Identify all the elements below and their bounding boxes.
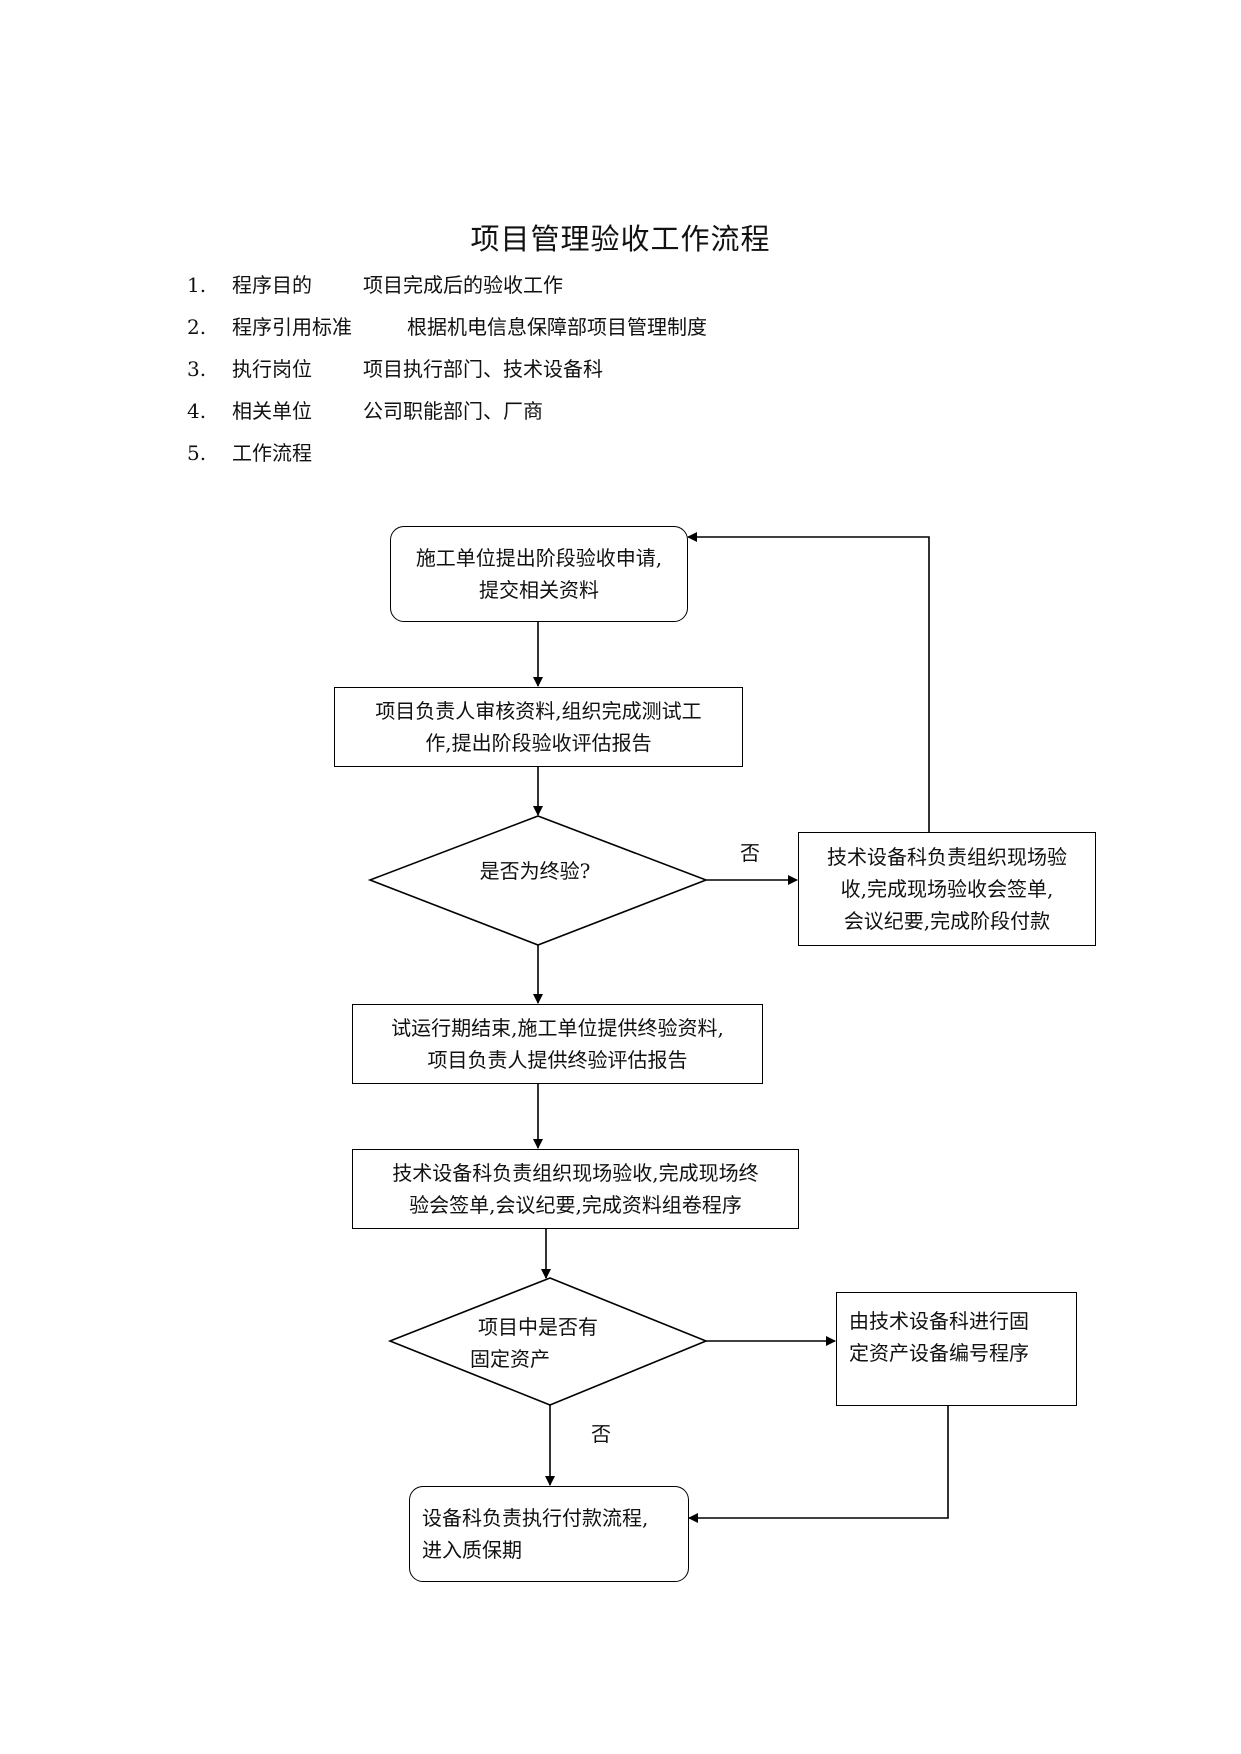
payment-line-1: 设备科负责执行付款流程,: [422, 1506, 649, 1530]
decision-asset-line-2: 固定资产: [470, 1347, 550, 1371]
stage-line-2: 收,完成现场验收会签单,: [840, 877, 1054, 901]
decision-asset-text: 项目中是否有 固定资产: [470, 1311, 630, 1375]
no-label-final: 否: [740, 841, 760, 865]
item-number: 1.: [187, 273, 207, 297]
stage-line-1: 技术设备科负责组织现场验: [827, 845, 1067, 869]
item-label: 执行岗位: [232, 357, 312, 381]
arrow-stage-back-to-start: [687, 532, 930, 832]
item-value: 项目执行部门、技术设备科: [363, 357, 603, 381]
item-number: 5.: [187, 441, 207, 465]
asset-line-2: 定资产设备编号程序: [849, 1341, 1029, 1365]
final-line-2: 验会签单,会议纪要,完成资料组卷程序: [409, 1193, 742, 1217]
item-value: 根据机电信息保障部项目管理制度: [407, 315, 707, 339]
item-label: 程序引用标准: [232, 315, 352, 339]
decision-asset-line-1: 项目中是否有: [478, 1315, 598, 1339]
stage-line-3: 会议纪要,完成阶段付款: [843, 909, 1051, 933]
payment-box: 设备科负责执行付款流程, 进入质保期: [409, 1486, 689, 1582]
final-line-1: 技术设备科负责组织现场验收,完成现场终: [392, 1161, 759, 1185]
stage-acceptance-box: 技术设备科负责组织现场验 收,完成现场验收会签单, 会议纪要,完成阶段付款: [798, 832, 1096, 946]
item-number: 3.: [187, 357, 207, 381]
asset-numbering-box: 由技术设备科进行固 定资产设备编号程序: [836, 1292, 1077, 1406]
item-label: 程序目的: [232, 273, 312, 297]
arrow-asset-to-payment: [688, 1406, 949, 1523]
decision-asset-diamond: [387, 1277, 709, 1406]
review-line-2: 作,提出阶段验收评估报告: [425, 731, 652, 755]
page-title: 项目管理验收工作流程: [470, 222, 771, 256]
start-box: 施工单位提出阶段验收申请, 提交相关资料: [390, 526, 688, 622]
review-box: 项目负责人审核资料,组织完成测试工 作,提出阶段验收评估报告: [334, 687, 743, 767]
no-label-asset: 否: [591, 1422, 611, 1446]
payment-line-2: 进入质保期: [422, 1538, 522, 1562]
item-label: 工作流程: [232, 441, 312, 465]
trial-line-2: 项目负责人提供终验评估报告: [427, 1048, 688, 1072]
trial-line-1: 试运行期结束,施工单位提供终验资料,: [391, 1016, 724, 1040]
start-line-1: 施工单位提出阶段验收申请,: [415, 546, 663, 570]
review-line-1: 项目负责人审核资料,组织完成测试工: [375, 699, 702, 723]
item-value: 项目完成后的验收工作: [363, 273, 563, 297]
item-value: 公司职能部门、厂商: [363, 399, 543, 423]
asset-line-1: 由技术设备科进行固: [849, 1309, 1029, 1333]
final-acceptance-box: 技术设备科负责组织现场验收,完成现场终 验会签单,会议纪要,完成资料组卷程序: [352, 1149, 799, 1229]
item-number: 4.: [187, 399, 207, 423]
trial-end-box: 试运行期结束,施工单位提供终验资料, 项目负责人提供终验评估报告: [352, 1004, 763, 1084]
start-line-2: 提交相关资料: [478, 578, 599, 602]
decision-final-text: 是否为终验?: [479, 859, 591, 883]
item-label: 相关单位: [232, 399, 312, 423]
decision-final-diamond: [367, 815, 709, 946]
item-number: 2.: [187, 315, 207, 339]
